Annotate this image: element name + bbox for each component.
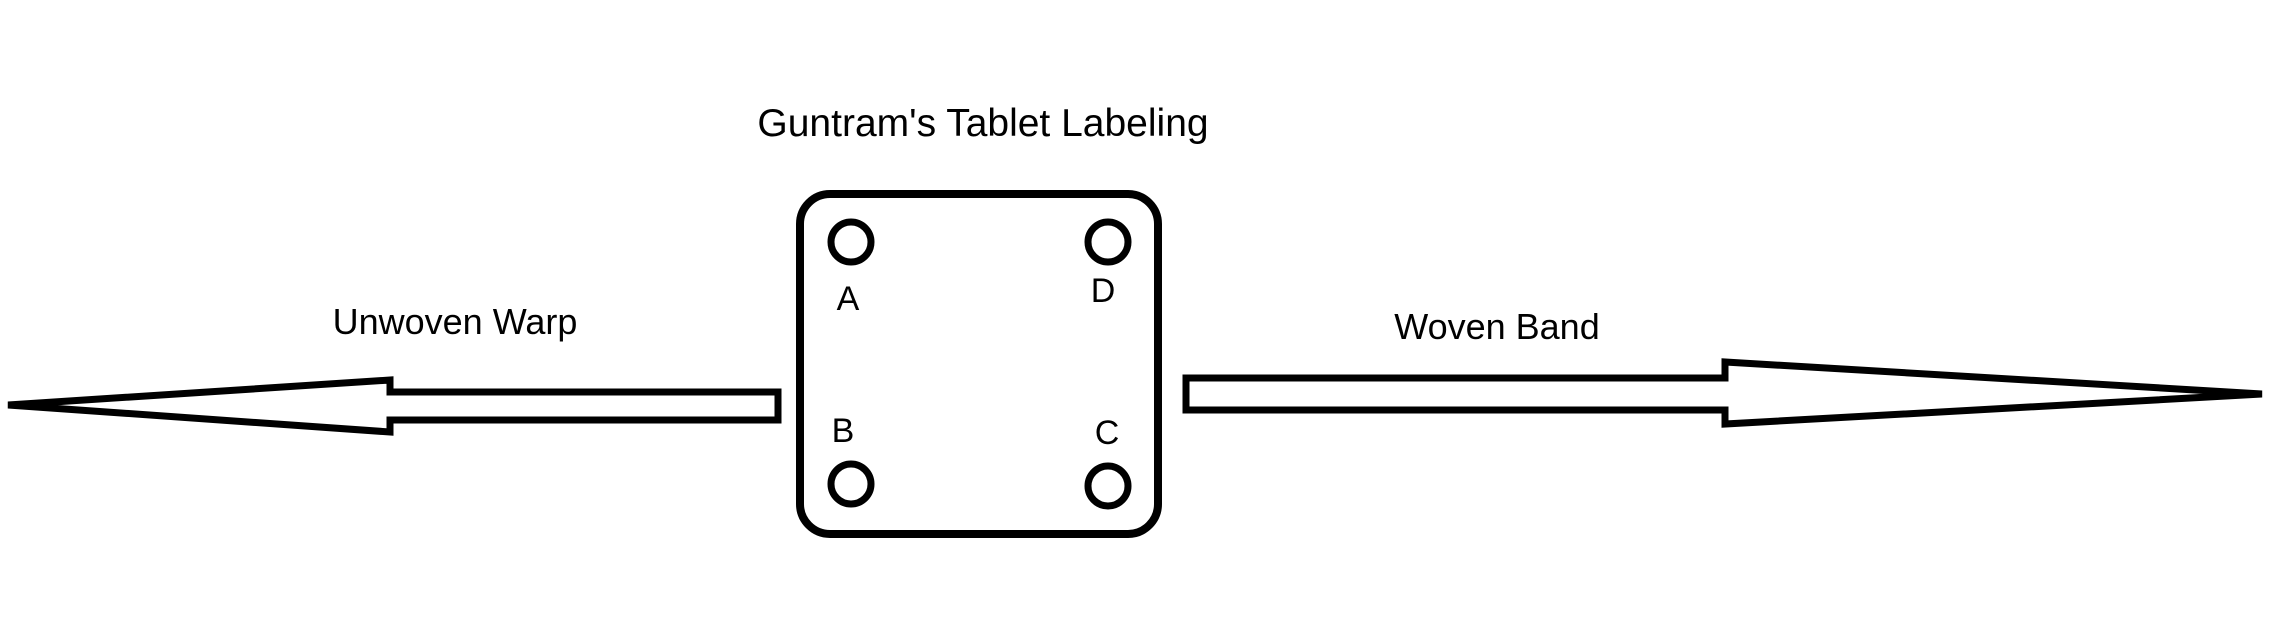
hole-label-b: B [832, 412, 855, 450]
right-arrow [1182, 358, 2263, 428]
hole-d [1084, 218, 1132, 266]
diagram-title: Guntram's Tablet Labeling [757, 102, 1208, 145]
hole-label-d: D [1091, 272, 1116, 310]
hole-label-a: A [837, 280, 860, 318]
left-arrow [7, 376, 782, 436]
hole-label-c: C [1095, 414, 1120, 452]
woven-band-label: Woven Band [1394, 306, 1599, 347]
hole-c [1084, 462, 1132, 510]
hole-a [827, 218, 875, 266]
tablet-card [796, 190, 1162, 538]
unwoven-warp-label: Unwoven Warp [333, 301, 578, 342]
hole-b [827, 460, 875, 508]
